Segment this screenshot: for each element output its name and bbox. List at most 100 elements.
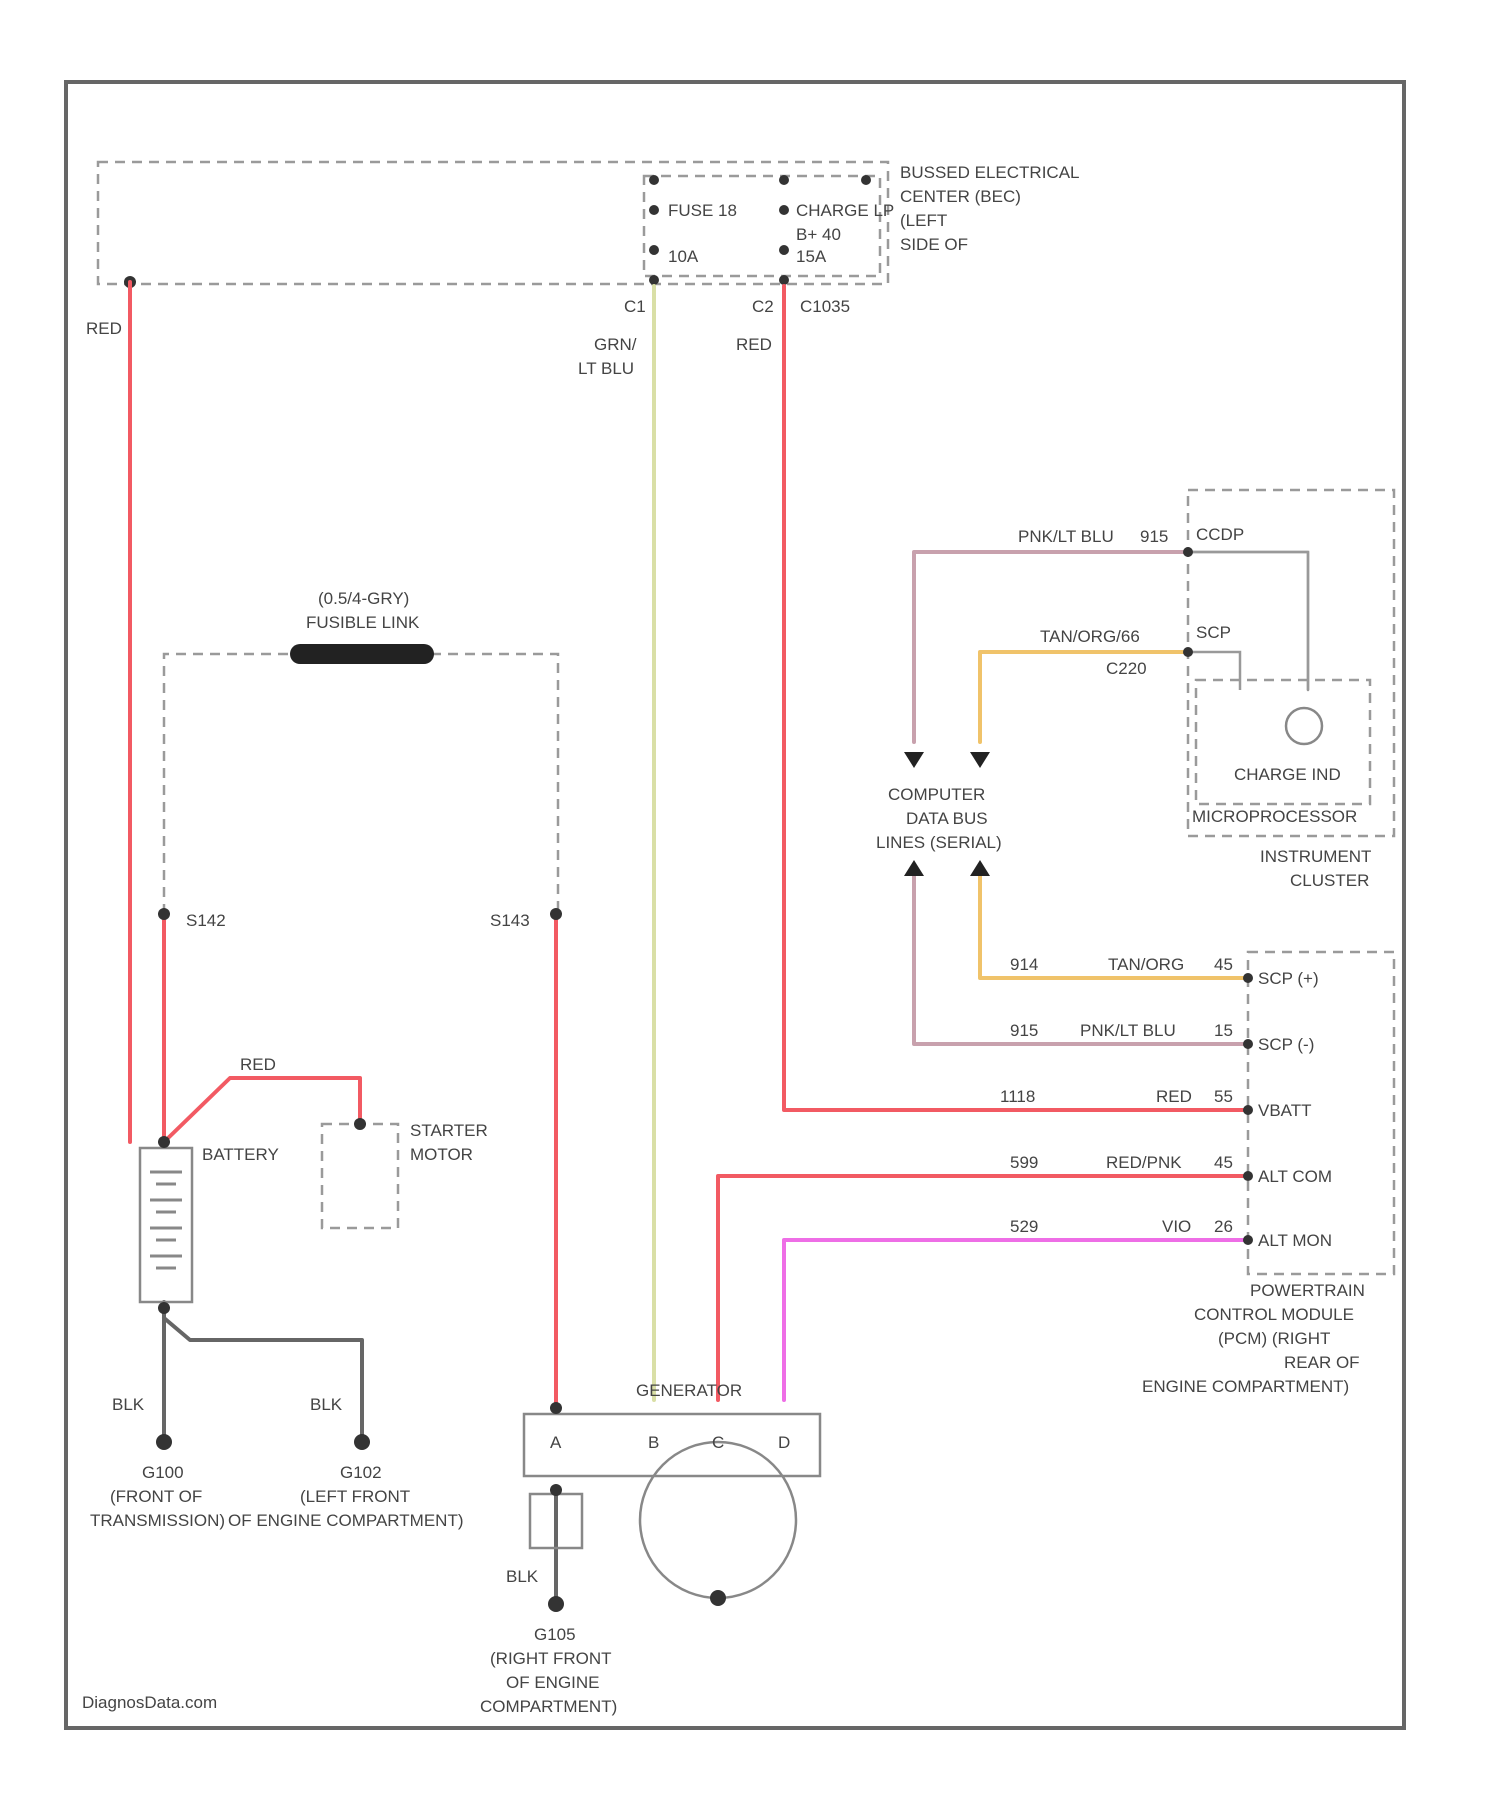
splice-s142 (158, 908, 170, 920)
scp-pos-pin: 45 (1214, 955, 1233, 974)
alternator-label: GENERATOR (636, 1381, 742, 1400)
ground-g100 (156, 1434, 172, 1450)
wire-label-blk-2: BLK (310, 1395, 343, 1414)
vbatt-color: RED (1156, 1087, 1192, 1106)
pcm-label-2: CONTROL MODULE (1194, 1305, 1354, 1324)
data-bus-label-3: LINES (SERIAL) (876, 833, 1002, 852)
fuse-b-rating: 15A (796, 247, 827, 266)
starter-label-2: MOTOR (410, 1145, 473, 1164)
fusible-link-label-1: (0.5/4-GRY) (318, 589, 409, 608)
scp-neg-color: PNK/LT BLU (1080, 1021, 1176, 1040)
ground-g105-label-2: (RIGHT FRONT (490, 1649, 612, 1668)
vbatt-circuit: 1118 (1000, 1087, 1035, 1106)
cluster-wire-scp-pos-circuit: C220 (1106, 659, 1147, 678)
wire-cluster-internal (1188, 552, 1308, 690)
alternator-pin-a: A (550, 1433, 562, 1452)
pcm-pin-scp-neg: SCP (-) (1258, 1035, 1314, 1054)
pcm-label-4: REAR OF (1284, 1353, 1360, 1372)
scp-neg-pin: 15 (1214, 1021, 1233, 1040)
pcm-label-3: (PCM) (RIGHT (1218, 1329, 1330, 1348)
wire-label-battery-starter: RED (240, 1055, 276, 1074)
cluster-wire-scp-neg-color: PNK/LT BLU (1018, 527, 1114, 546)
wire-label-alt-sense-2: LT BLU (578, 359, 634, 378)
wire-alt-mon (784, 1240, 1248, 1400)
starter-label-1: STARTER (410, 1121, 488, 1140)
ground-g102 (354, 1434, 370, 1450)
bec-connector: C1035 (800, 297, 850, 316)
alt-com-pin: 45 (1214, 1153, 1233, 1172)
bec-out-1: C1 (624, 297, 646, 316)
ground-g105 (548, 1596, 564, 1612)
pcm-pin-alt-com: ALT COM (1258, 1167, 1332, 1186)
splice-s142-label: S142 (186, 911, 226, 930)
ground-g100-label-1: G100 (142, 1463, 184, 1482)
wire-cluster-scp-neg (914, 552, 1188, 742)
wire-label-alt-ground: BLK (506, 1567, 539, 1586)
fuse-a-rating: 10A (668, 247, 699, 266)
scp-neg-circuit: 915 (1010, 1021, 1038, 1040)
splice-s143-label: S143 (490, 911, 530, 930)
microprocessor-label: MICROPROCESSOR (1192, 807, 1357, 826)
ground-g100-label-2: (FRONT OF (110, 1487, 202, 1506)
fuse-b-id: B+ 40 (796, 225, 841, 244)
bussed-electrical-center (98, 162, 888, 288)
bec-out-2: C2 (752, 297, 774, 316)
alternator-pin-c: C (712, 1433, 724, 1452)
wire-cluster-scp-pos (980, 652, 1188, 742)
cluster-wire-scp-neg-circuit: 915 (1140, 527, 1168, 546)
bec-label-2: CENTER (BEC) (900, 187, 1021, 206)
wire-battery-starter (164, 1078, 360, 1142)
fuse-a-label: FUSE 18 (668, 201, 737, 220)
bec-label-1: BUSSED ELECTRICAL (900, 163, 1080, 182)
cluster-wire-scp-pos-color: TAN/ORG/66 (1040, 627, 1140, 646)
scp-pos-circuit: 914 (1010, 955, 1038, 974)
alt-mon-color: VIO (1162, 1217, 1191, 1236)
wire-scp-neg (914, 876, 1248, 1044)
data-bus-label-2: DATA BUS (906, 809, 988, 828)
fusible-link-label-2: FUSIBLE LINK (306, 613, 420, 632)
pcm-pin-scp-pos: SCP (+) (1258, 969, 1319, 988)
fuse-b-label: CHARGE LP (796, 201, 894, 220)
bec-label-4: SIDE OF (900, 235, 968, 254)
alternator (524, 1402, 820, 1606)
wire-vbatt-red (784, 286, 1248, 1110)
ground-g105-label-1: G105 (534, 1625, 576, 1644)
charge-indicator-label: CHARGE IND (1234, 765, 1341, 784)
wire-label-alt-sense-1: GRN/ (594, 335, 637, 354)
alt-com-color: RED/PNK (1106, 1153, 1182, 1172)
cluster-pin-ccdp: CCDP (1196, 525, 1244, 544)
diagram-frame (66, 82, 1404, 1728)
wire-label-red-left: RED (86, 319, 122, 338)
pcm-label-5: ENGINE COMPARTMENT) (1142, 1377, 1349, 1396)
pcm-pin-vbatt: VBATT (1258, 1101, 1312, 1120)
pcm-label-1: POWERTRAIN (1250, 1281, 1365, 1300)
ground-g105-label-3: OF ENGINE (506, 1673, 600, 1692)
battery-label: BATTERY (202, 1145, 279, 1164)
ground-g102-label-2: (LEFT FRONT (300, 1487, 410, 1506)
cluster-pin-scp: SCP (1196, 623, 1231, 642)
data-bus-label-1: COMPUTER (888, 785, 985, 804)
bec-label-3: (LEFT (900, 211, 947, 230)
alternator-pin-b: B (648, 1433, 659, 1452)
ground-g105-label-4: COMPARTMENT) (480, 1697, 617, 1716)
cluster-label-1: INSTRUMENT (1260, 847, 1371, 866)
wire-label-blk-1: BLK (112, 1395, 145, 1414)
battery (140, 1136, 192, 1314)
wire-cluster-internal-2 (1188, 652, 1240, 690)
scp-pos-color: TAN/ORG (1108, 955, 1184, 974)
alternator-pin-d: D (778, 1433, 790, 1452)
wire-label-vbatt: RED (736, 335, 772, 354)
wire-ground-g102 (164, 1318, 362, 1440)
alt-com-circuit: 599 (1010, 1153, 1038, 1172)
fusible-link (290, 644, 434, 664)
footer-watermark: DiagnosData.com (82, 1693, 217, 1712)
ground-g100-label-3: TRANSMISSION) (90, 1511, 225, 1530)
splice-s143 (550, 908, 562, 920)
wire-cluster-internal-3 (1188, 552, 1308, 690)
alt-mon-pin: 26 (1214, 1217, 1233, 1236)
ground-g102-label-3: OF ENGINE COMPARTMENT) (228, 1511, 464, 1530)
pcm-pin-alt-mon: ALT MON (1258, 1231, 1332, 1250)
fusible-link-loop (164, 654, 558, 914)
alt-mon-circuit: 529 (1010, 1217, 1038, 1236)
